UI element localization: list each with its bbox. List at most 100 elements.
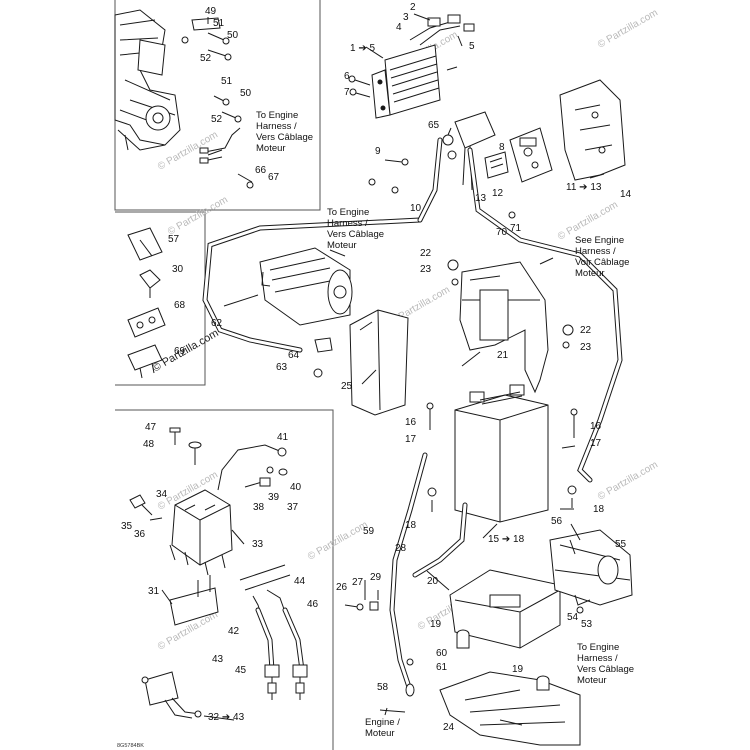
callout-25: 25 [341,381,353,392]
watermark-9: © Partzilla.com [306,519,370,562]
note-engine-moteur: Engine / Moteur [365,717,400,739]
callout-52-lower: 52 [211,114,223,125]
callout-50-upper: 50 [227,30,239,41]
callout-54: 54 [567,612,579,623]
callout-26: 26 [336,582,348,593]
callout-24: 24 [443,722,455,733]
callout-6: 6 [344,71,350,82]
battery-holder-21 [447,259,574,394]
callout-18-left: 18 [405,520,417,531]
callout-3: 3 [403,12,409,23]
callout-13: 13 [475,193,487,204]
regulator-screws [348,75,371,98]
callout-51-upper: 51 [213,18,225,29]
watermark-main: © Partzilla.com [151,327,221,374]
callout-52-upper: 52 [200,53,212,64]
sensor-26 [344,580,414,666]
callout-53: 53 [581,619,593,630]
callout-58: 58 [377,682,389,693]
battery-tray-20 [449,569,561,649]
callout-62: 62 [211,318,223,329]
callout-23-right: 23 [580,342,592,353]
svg-text:Vers Câblage: Vers Câblage [327,229,384,240]
callout-7: 7 [344,87,350,98]
callout-59: 59 [363,526,375,537]
callout-49: 49 [205,6,217,17]
svg-text:Harness /: Harness / [256,121,297,132]
callout-16-left: 16 [405,417,417,428]
svg-text:Moteur: Moteur [575,268,605,279]
callout-36: 36 [134,529,146,540]
note-engine-harness-top: To Engine Harness / Vers Câblage Moteur [256,110,313,154]
harness-cables [202,137,623,483]
callout-69: 69 [174,346,186,357]
watermark-4: © Partzilla.com [166,194,230,237]
callout-51-lower: 51 [221,76,233,87]
callout-5: 5 [469,41,475,52]
spring-38 [244,466,274,488]
callout-64: 64 [288,350,300,361]
callout-41: 41 [277,432,289,443]
callout-17-left: 17 [405,434,417,445]
svg-text:See Engine: See Engine [575,235,624,246]
clip-30 [139,269,161,298]
callout-22-left: 22 [420,248,432,259]
watermark-7: © Partzilla.com [596,459,660,502]
battery-cables [379,452,468,713]
callout-14: 14 [620,189,632,200]
callout-1-to-5: 1 ➔ 5 [350,43,375,54]
clip-68 [127,307,166,338]
callout-2: 2 [410,2,416,13]
callout-21: 21 [497,350,509,361]
cable-terminal-64 [313,337,333,378]
battery-bolts [426,402,578,512]
callout-18-right: 18 [593,504,605,515]
svg-text:Moteur: Moteur [256,143,286,154]
callout-55: 55 [615,539,627,550]
callout-43: 43 [212,654,224,665]
bracket-31 [169,575,219,626]
callout-61: 61 [436,662,448,673]
engine-fasteners [207,32,254,189]
callout-70: 70 [496,227,508,238]
callout-34: 34 [156,489,168,500]
callout-28: 28 [395,543,407,554]
svg-text:Moteur: Moteur [327,240,357,251]
callout-37: 37 [287,502,299,513]
callout-63: 63 [276,362,288,373]
callout-16-right: 16 [590,421,602,432]
callout-57: 57 [168,234,180,245]
callout-40: 40 [290,482,302,493]
callout-22-right: 22 [580,325,592,336]
callout-38: 38 [253,502,265,513]
callout-27: 27 [352,577,364,588]
callout-42: 42 [228,626,240,637]
note-see-engine-harness: See Engine Harness / Voir Câblage Moteur [575,235,629,279]
callout-10: 10 [410,203,422,214]
voltage-regulator [371,14,475,119]
fuse-holder [484,127,553,183]
ignition-inset-frame [115,409,334,750]
callout-4: 4 [396,22,402,33]
callout-29: 29 [370,572,382,583]
leader-lines [161,13,605,726]
callout-66: 66 [255,165,267,176]
ground-wire-41 [217,444,288,491]
callout-32-to-43: 32 ➔ 43 [208,712,245,723]
callout-20: 20 [427,576,439,587]
callout-44: 44 [294,576,306,587]
callout-12: 12 [492,188,504,199]
callout-19-upper: 19 [430,619,442,630]
callout-68: 68 [174,300,186,311]
svg-text:To Engine: To Engine [256,110,298,121]
callout-33: 33 [252,539,264,550]
callout-67: 67 [268,172,280,183]
engine-block-drawing [114,9,241,164]
svg-text:Moteur: Moteur [365,728,395,739]
callout-60: 60 [436,648,448,659]
callout-19-lower: 19 [512,664,524,675]
svg-text:Vers Câblage: Vers Câblage [256,132,313,143]
callout-47: 47 [145,422,157,433]
note-engine-harness-bottom: To Engine Harness / Vers Câblage Moteur [577,642,634,686]
